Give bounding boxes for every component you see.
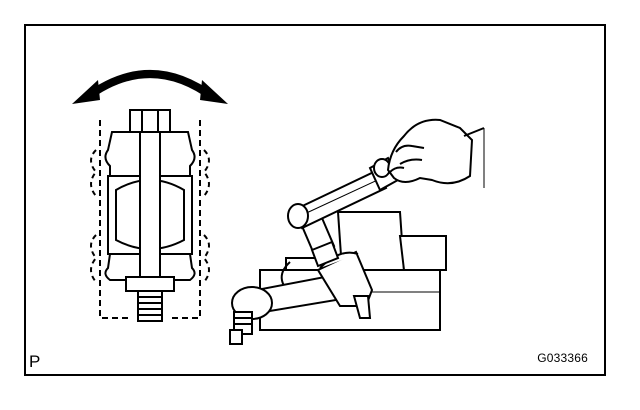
stabilizer-link bbox=[229, 250, 374, 345]
hand bbox=[386, 118, 485, 188]
ball-joint-section bbox=[90, 109, 210, 322]
figure-code: G033366 bbox=[537, 351, 588, 365]
torque-wrench bbox=[287, 156, 400, 268]
rotation-arrow bbox=[72, 70, 228, 104]
corner-letter: P bbox=[29, 352, 41, 371]
